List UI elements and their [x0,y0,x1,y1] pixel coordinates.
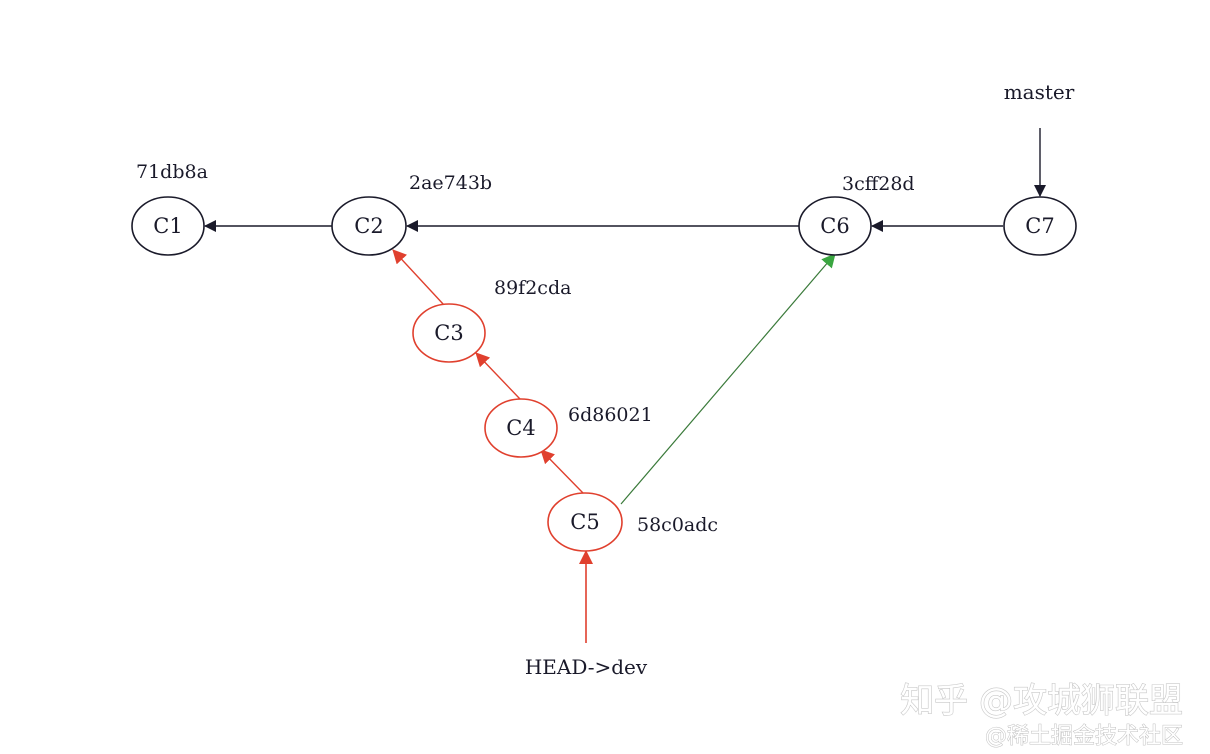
commit-node-c6: C6 [798,196,872,256]
hash-c1: 71db8a [136,161,208,183]
commit-node-c4: C4 [484,398,558,458]
commit-node-c2: C2 [331,196,407,256]
watermark: 知乎 @攻城狮联盟 @稀土掘金技术社区 [900,680,1184,749]
hash-c3: 89f2cda [494,277,571,299]
commit-hashes: 71db8a 2ae743b 89f2cda 6d86021 58c0adc 3… [136,161,915,536]
branch-refs: master HEAD->dev [525,80,1075,679]
commit-node-c1: C1 [131,196,205,256]
hash-c4: 6d86021 [568,404,653,426]
hash-c2: 2ae743b [409,172,492,194]
commit-node-c7: C7 [1003,196,1077,256]
edges [204,128,1046,643]
commit-label-c6: C6 [820,214,849,238]
edge-c5-c6 [620,253,836,505]
watermark-sub: @稀土掘金技术社区 [985,724,1183,749]
commit-label-c2: C2 [354,214,383,238]
commit-node-c5: C5 [547,492,623,552]
commit-label-c1: C1 [153,214,182,238]
edge-c3-c2 [392,249,445,306]
commit-label-c5: C5 [570,510,599,534]
hash-c6: 3cff28d [842,173,915,195]
commit-label-c3: C3 [434,321,463,345]
commit-label-c4: C4 [506,416,535,440]
ref-head-dev: HEAD->dev [525,655,648,679]
edge-c4-c3 [475,352,521,400]
edge-c5-c4 [540,449,584,494]
hash-c5: 58c0adc [637,514,718,536]
commit-label-c7: C7 [1025,214,1054,238]
ref-master: master [1004,80,1075,104]
commit-node-c3: C3 [412,303,486,363]
commit-nodes: C1 C2 C3 C4 C5 C6 C7 [131,196,1077,552]
watermark-main: 知乎 @攻城狮联盟 [900,681,1183,721]
